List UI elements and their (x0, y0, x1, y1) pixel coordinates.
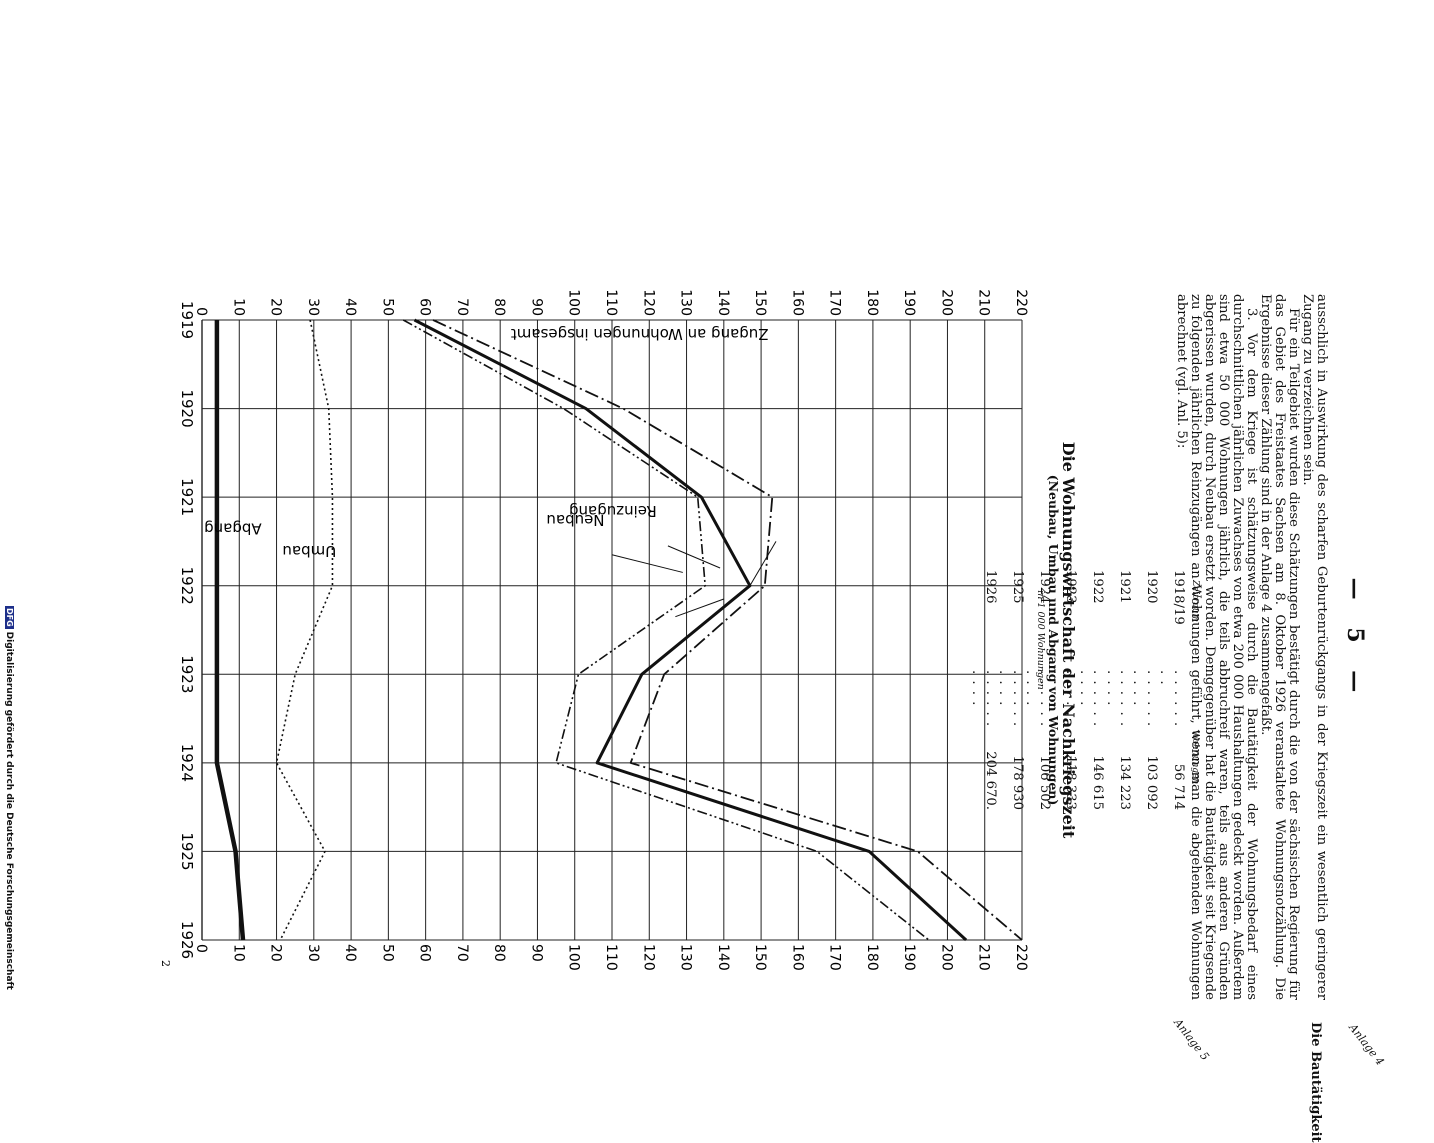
y-tick-label-left: 140 (715, 289, 731, 316)
label-leader (749, 541, 777, 586)
y-tick-label-left: 170 (827, 289, 843, 316)
y-tick-label-right: 10 (230, 944, 246, 962)
series-reinzugang (413, 318, 968, 942)
y-tick-label-right: 110 (603, 944, 619, 971)
series-label: Zugang an Wohnungen insgesamt (511, 325, 769, 343)
y-tick-label-left: 80 (491, 298, 507, 316)
y-tick-label-left: 90 (528, 298, 544, 316)
y-tick-label-left: 0 (193, 307, 209, 316)
y-tick-label-left: 100 (566, 289, 582, 316)
x-tick-label: 1920 (178, 389, 196, 427)
y-tick-label-left: 110 (603, 289, 619, 316)
margin-note-anlage-5: Anlage 5 (1171, 1016, 1212, 1063)
y-tick-label-right: 180 (864, 944, 880, 971)
y-tick-label-left: 160 (789, 289, 805, 316)
y-tick-label-left: 120 (640, 289, 656, 316)
line-chart: 0 0 10 10 20 20 30 30 40 40 50 50 60 60 70 70 80 80 90 90 10… (159, 289, 1029, 971)
credit-text: Digitalisierung gefördert durch die Deut… (4, 631, 14, 990)
y-tick-label-right: 220 (1013, 944, 1029, 971)
y-tick-label-right: 30 (305, 944, 321, 962)
label-leader (675, 598, 724, 618)
x-tick-label: 1922 (178, 567, 196, 605)
series-label: Abgang (204, 520, 262, 538)
y-tick-label-right: 140 (715, 944, 731, 971)
page-mark: 2 (159, 960, 172, 967)
y-tick-label-right: 170 (827, 944, 843, 971)
y-tick-label-right: 20 (268, 944, 284, 962)
y-tick-label-right: 200 (938, 944, 954, 971)
series-label: Reinzugang (569, 502, 657, 520)
y-tick-label-right: 90 (528, 944, 544, 962)
digitization-credit: DFG Digitalisierung gefördert durch die D… (0, 606, 14, 1006)
y-tick-label-left: 30 (305, 298, 321, 316)
y-tick-label-left: 200 (938, 289, 954, 316)
y-tick-label-right: 130 (678, 944, 694, 971)
y-tick-label-left: 40 (342, 298, 358, 316)
series-umbau (275, 319, 334, 941)
rotated-page: — 5 — Anlage 4 Die Bautätigkeit Anlage 5… (118, 280, 1387, 1142)
y-tick-label-right: 120 (640, 944, 656, 971)
x-tick-label: 1925 (178, 832, 196, 870)
y-tick-label-right: 50 (379, 944, 395, 962)
margin-note-anlage-4: Anlage 4 (1346, 1021, 1387, 1068)
label-leader (667, 545, 721, 569)
y-tick-label-right: 70 (454, 944, 470, 962)
y-tick-label-left: 190 (901, 289, 917, 316)
y-tick-label-left: 220 (1013, 289, 1029, 316)
series-label: Umbau (282, 542, 336, 560)
x-tick-label: 1921 (178, 478, 196, 516)
dfg-logo: DFG (5, 606, 14, 629)
y-tick-label-right: 190 (901, 944, 917, 971)
series-label: Neubau (546, 511, 604, 529)
y-tick-label-right: 160 (789, 944, 805, 971)
y-tick-label-left: 20 (268, 298, 284, 316)
y-tick-label-right: 0 (193, 944, 209, 953)
x-tick-label: 1926 (178, 921, 196, 959)
series-abgang (214, 320, 246, 941)
series-zugang-an-wohnungen-insgesamt (432, 319, 1023, 941)
y-tick-label-left: 10 (230, 298, 246, 316)
y-tick-label-right: 80 (491, 944, 507, 962)
margin-heading: Die Bautätigkeit (1308, 1022, 1323, 1143)
y-tick-label-left: 150 (752, 289, 768, 316)
x-tick-label: 1919 (178, 301, 196, 339)
x-tick-label: 1923 (178, 655, 196, 693)
y-tick-label-right: 60 (417, 944, 433, 962)
y-tick-label-left: 70 (454, 298, 470, 316)
y-tick-label-right: 150 (752, 944, 768, 971)
series-neubau (402, 319, 930, 941)
y-tick-label-left: 130 (678, 289, 694, 316)
y-tick-label-left: 210 (976, 289, 992, 316)
y-tick-label-left: 60 (417, 298, 433, 316)
y-tick-label-right: 40 (342, 944, 358, 962)
y-tick-label-right: 100 (566, 944, 582, 971)
y-tick-label-left: 180 (864, 289, 880, 316)
y-tick-label-right: 210 (976, 944, 992, 971)
y-tick-label-left: 50 (379, 298, 395, 316)
label-leader (611, 554, 683, 573)
x-tick-label: 1924 (178, 744, 196, 782)
